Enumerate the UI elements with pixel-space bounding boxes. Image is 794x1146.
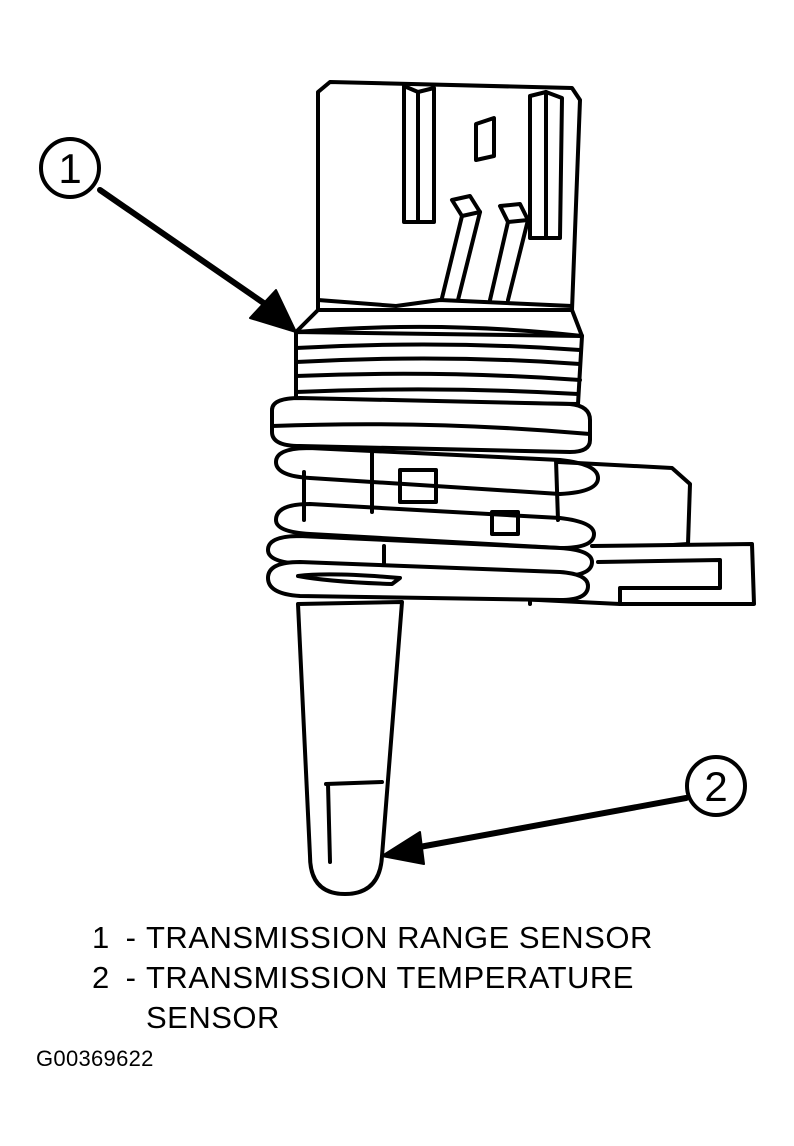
legend-number-1: 1 [92, 920, 110, 955]
lower-collar [266, 560, 590, 602]
figure-id: G00369622 [36, 1046, 154, 1071]
legend-label-2: TRANSMISSION TEMPERATURE SENSOR [146, 960, 634, 1035]
callout-2 [381, 755, 747, 865]
figure-legend: 1 - TRANSMISSION RANGE SENSOR 2 - TRANSM… [92, 918, 742, 1038]
sensor-flange [270, 396, 592, 454]
callout-1-number: 1 [58, 145, 81, 192]
callout-2-number: 2 [704, 763, 727, 810]
legend-label-1: TRANSMISSION RANGE SENSOR [146, 920, 653, 955]
legend-item-1: 1 - TRANSMISSION RANGE SENSOR [92, 918, 742, 958]
legend-item-2: 2 - TRANSMISSION TEMPERATURE SENSOR [92, 958, 742, 1038]
legend-number-2: 2 [92, 960, 110, 995]
legend-separator-1: - [125, 920, 137, 955]
retaining-coil [266, 446, 600, 578]
callout-1 [39, 137, 297, 333]
temperature-probe [296, 600, 404, 896]
legend-separator-2: - [125, 960, 137, 995]
connector-housing [316, 80, 582, 312]
sensor-collar [294, 308, 584, 406]
